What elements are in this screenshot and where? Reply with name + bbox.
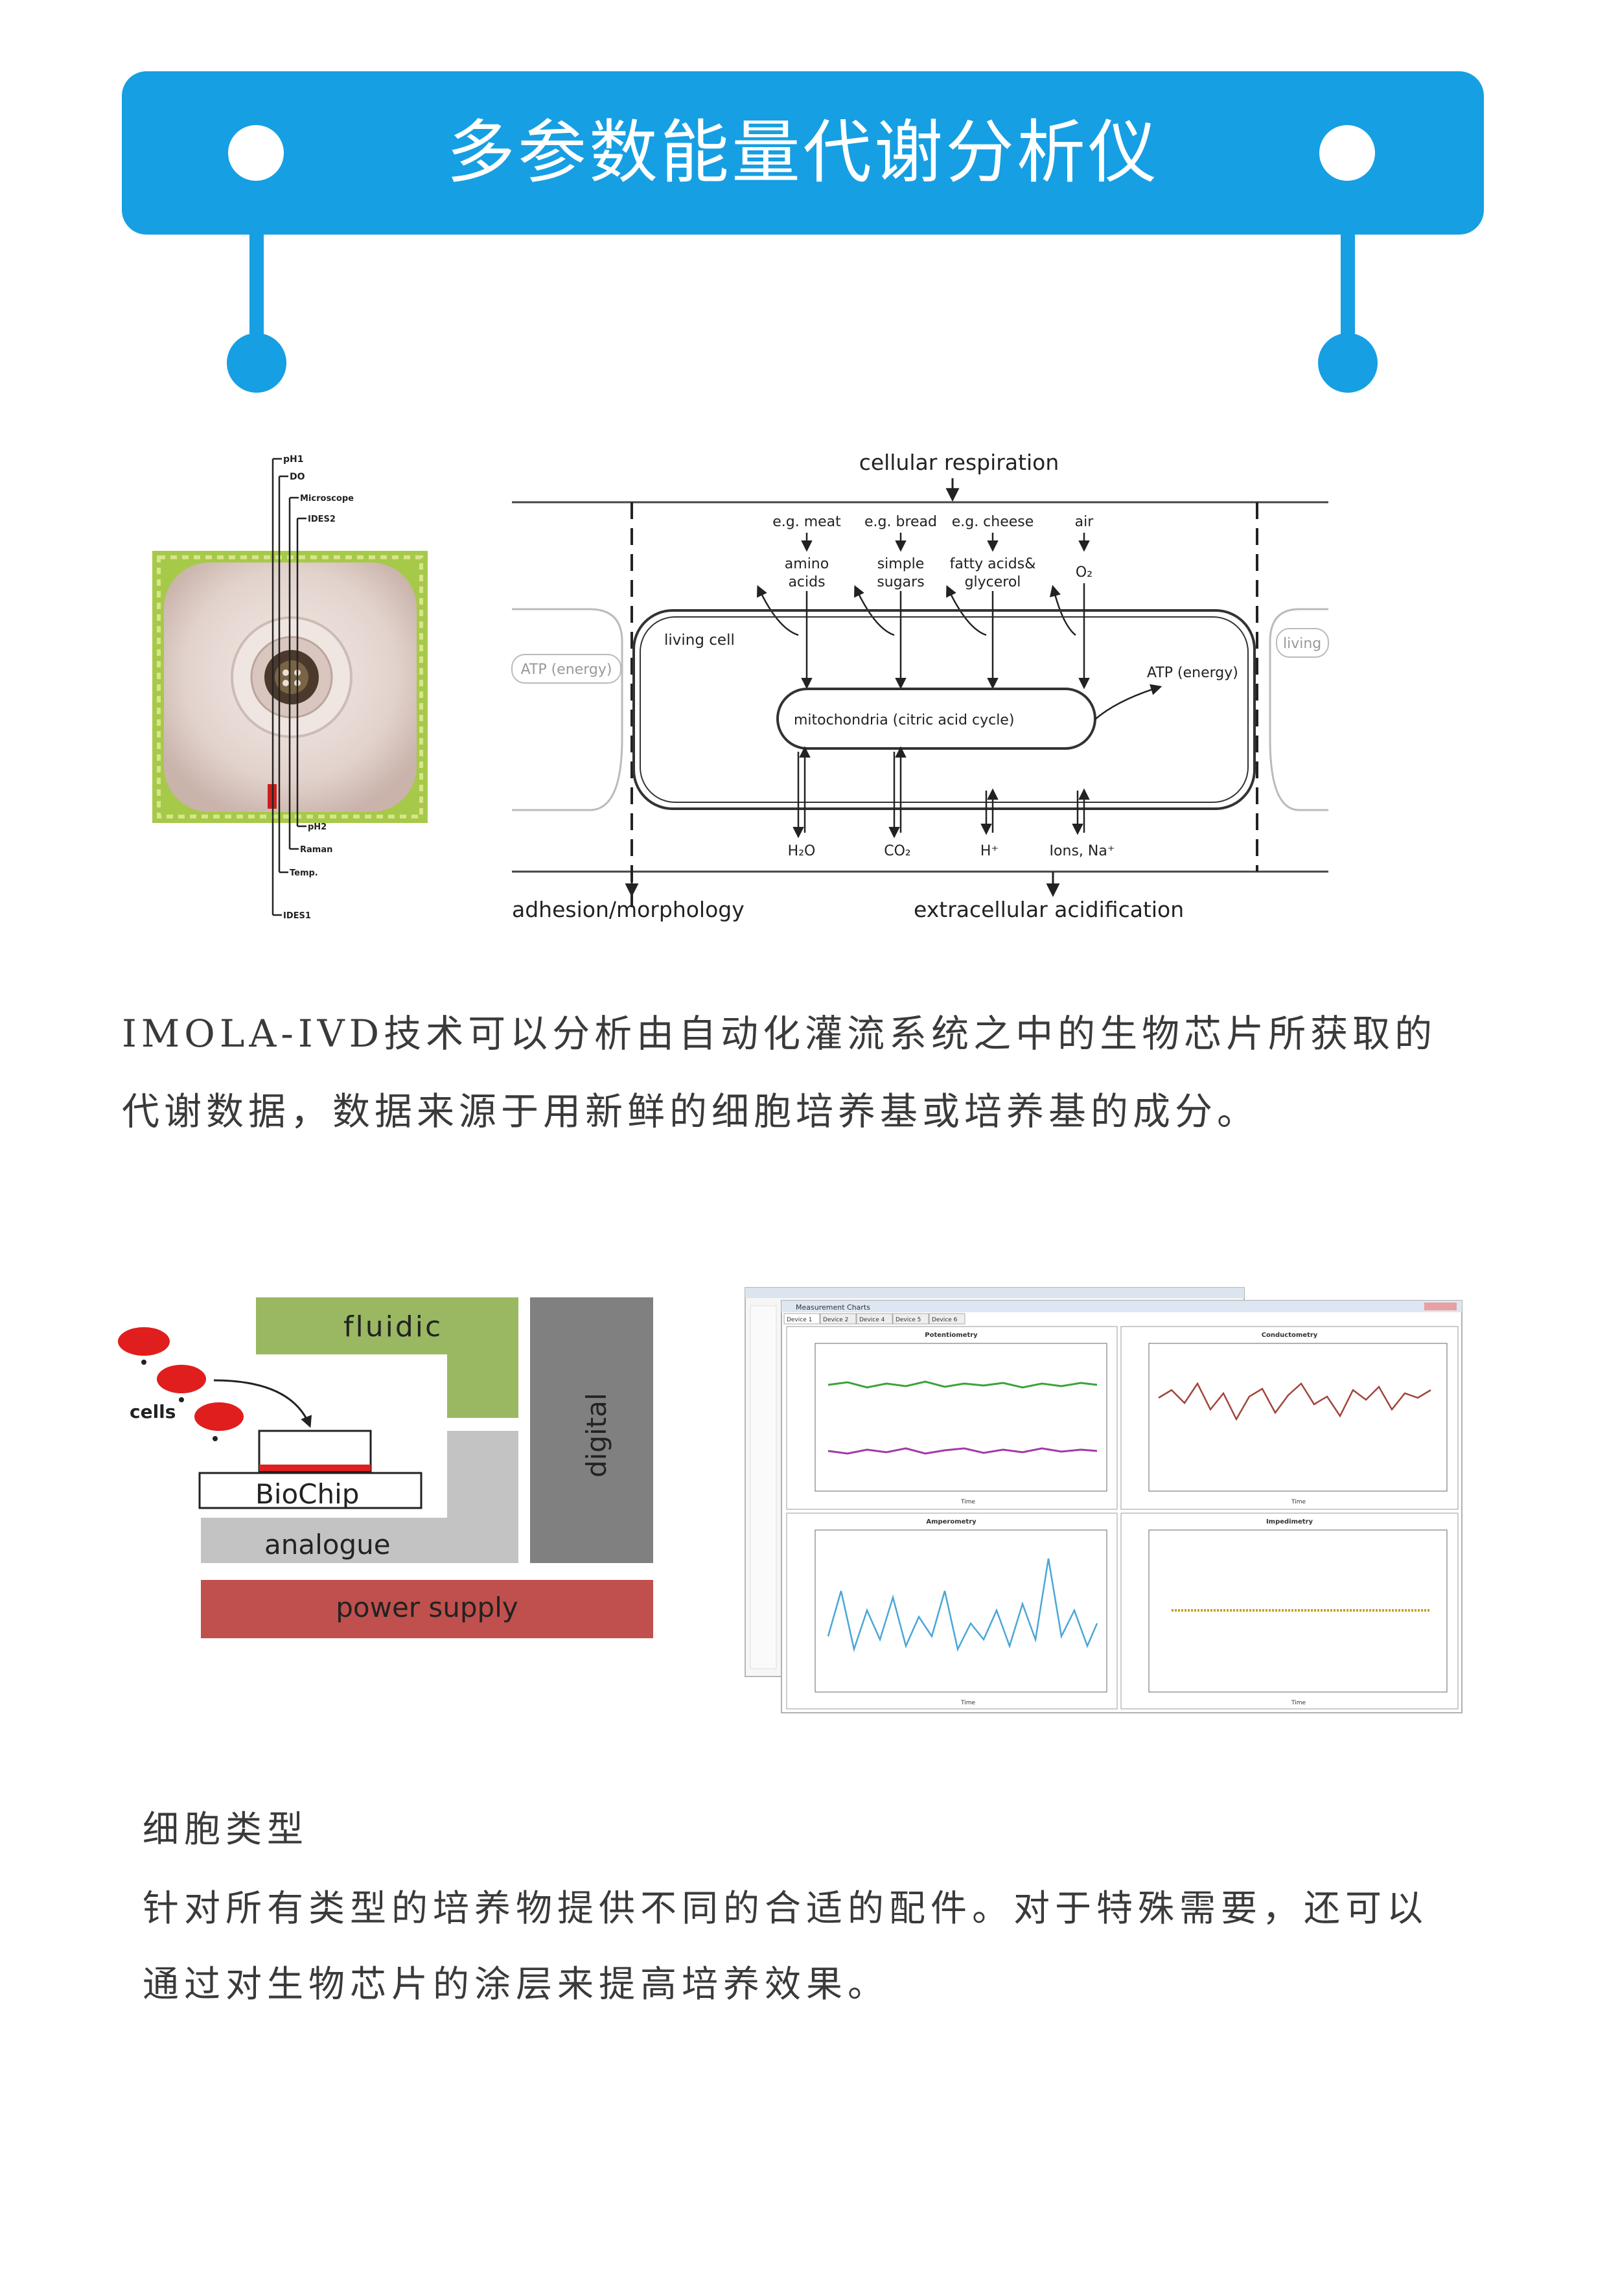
cell-types-line-1: 针对所有类型的培养物提供不同的合适的配件。对于特殊需要，还可以 [143, 1888, 1428, 1930]
atp-right-label: ATP (energy) [1147, 665, 1238, 681]
potentiometry-series-purple [827, 1447, 1098, 1455]
food-product-2b: sugars [877, 574, 924, 590]
output-ions: Ions, Na⁺ [1050, 843, 1115, 859]
analogue-block [201, 1431, 518, 1563]
output-h: H⁺ [980, 843, 999, 859]
cell-types-heading: 细胞类型 [143, 1809, 308, 1851]
food-eg-3: e.g. cheese [952, 514, 1034, 530]
cells-label: cells [130, 1401, 176, 1422]
x-label-impedimetry: Time [1291, 1700, 1306, 1706]
banner-right-ball [1318, 333, 1378, 393]
food-product-1b: acids [788, 574, 825, 590]
page-title: 多参数能量代谢分析仪 [446, 113, 1159, 192]
respiration-title: cellular respiration [859, 450, 1059, 475]
software-screenshot: Measurement Charts Device 1 Device 2 Dev… [745, 1287, 1462, 1713]
food-product-3b: glycerol [965, 574, 1021, 590]
digital-block [530, 1297, 653, 1563]
chart-title-amperometry: Amperometry [926, 1518, 977, 1525]
device-tabs: Device 1 Device 2 Device 4 Device 5 Devi… [783, 1313, 965, 1325]
paragraph-intro-line-2: 代谢数据，数据来源于用新鲜的细胞培养基或培养基的成分。 [122, 1089, 1260, 1133]
acidification-label: extracellular acidification [914, 897, 1184, 922]
tab-label-2: Device 2 [823, 1317, 848, 1323]
tab-device-2[interactable] [820, 1313, 857, 1325]
chip-label-raman: Raman [300, 845, 332, 855]
chip-label-ph1: pH1 [283, 454, 303, 465]
food-column-3: e.g. cheese fatty acids& glycerol [950, 514, 1036, 590]
biochip-photo: pH1 DO Microscope IDES2 pH2 Raman Temp. … [152, 454, 428, 921]
food-eg-4: air [1075, 514, 1094, 530]
tab-label-4: Device 5 [896, 1317, 921, 1323]
chart-title-potentiometry: Potentiometry [925, 1332, 978, 1339]
biochip-label: BioChip [255, 1478, 359, 1510]
chip-label-ides1: IDES1 [283, 911, 311, 921]
tab-label-1: Device 1 [787, 1317, 812, 1323]
food-column-2: e.g. bread simple sugars [864, 514, 937, 590]
adhesion-label: adhesion/morphology [512, 897, 745, 922]
food-product-1a: amino [785, 556, 829, 572]
chip-label-microscope: Microscope [300, 494, 354, 504]
cellular-respiration-diagram: cellular respiration ATP (energy) living… [511, 450, 1329, 922]
paragraph-intro-line-1: IMOLA-IVD技术可以分析由自动化灌流系统之中的生物芯片所获取的 [122, 1012, 1437, 1056]
window-title: Measurement Charts [796, 1303, 870, 1312]
chart-conductometry: Conductometry Time [1120, 1326, 1459, 1510]
food-product-3a: fatty acids& [950, 556, 1036, 572]
banner-left-ring [228, 125, 284, 181]
fluidic-block [256, 1297, 518, 1418]
system-block-diagram: fluidic analogue digital power supply Bi… [118, 1297, 653, 1638]
living-right-box [1276, 628, 1329, 658]
cell-1 [118, 1327, 170, 1356]
biochip-top-box [258, 1430, 372, 1472]
conductometry-series [1158, 1382, 1431, 1421]
food-eg-1: e.g. meat [772, 514, 841, 530]
tab-label-3: Device 4 [859, 1317, 885, 1323]
power-supply-label: power supply [336, 1592, 518, 1623]
biochip-base-box [198, 1472, 422, 1509]
tab-label-5: Device 6 [932, 1317, 958, 1323]
tab-device-4[interactable] [856, 1313, 893, 1325]
cell-2 [157, 1365, 206, 1393]
banner-background: 多参数能量代谢分析仪 [122, 71, 1484, 235]
fluidic-label: fluidic [343, 1310, 443, 1343]
banner-left-ball [227, 333, 286, 393]
atp-left-box [511, 654, 621, 684]
tab-device-1[interactable] [783, 1313, 820, 1325]
food-column-4: air O₂ [1075, 514, 1094, 581]
chart-potentiometry: Potentiometry Time [786, 1326, 1118, 1510]
output-h2o: H₂O [788, 843, 816, 859]
tab-device-5[interactable] [892, 1313, 929, 1325]
x-label-amperometry: Time [960, 1700, 975, 1706]
banner-left-stem [249, 235, 264, 345]
x-label-conductometry: Time [1291, 1499, 1306, 1505]
food-product-4a: O₂ [1076, 564, 1093, 581]
tab-device-6[interactable] [929, 1313, 965, 1325]
atp-left-label: ATP (energy) [521, 662, 612, 678]
digital-label: digital [581, 1393, 612, 1478]
power-supply-block [201, 1580, 653, 1638]
chip-label-ides2: IDES2 [308, 515, 336, 524]
chip-label-ph2: pH2 [308, 822, 327, 832]
cell-3 [194, 1402, 244, 1431]
living-right-label: living [1283, 636, 1321, 652]
mitochondria-label: mitochondria (citric acid cycle) [794, 712, 1014, 728]
living-cell-membrane [632, 609, 1256, 810]
analogue-label: analogue [264, 1529, 391, 1560]
banner-right-stem [1341, 235, 1355, 345]
food-product-2a: simple [877, 556, 925, 572]
food-eg-2: e.g. bread [864, 514, 937, 530]
living-cell-label: living cell [664, 632, 735, 649]
chart-impedimetry: Impedimetry Time [1120, 1513, 1459, 1710]
chart-title-conductometry: Conductometry [1262, 1332, 1318, 1339]
amperometry-series [827, 1558, 1098, 1652]
cell-types-line-2: 通过对生物芯片的涂层来提高培养效果。 [143, 1964, 889, 2006]
output-co2: CO₂ [884, 843, 911, 859]
banner-right-ring [1319, 125, 1375, 181]
chart-amperometry: Amperometry Time [786, 1513, 1118, 1710]
potentiometry-series-green [827, 1380, 1098, 1389]
chip-label-temp: Temp. [290, 868, 318, 878]
chip-label-do: DO [290, 472, 305, 482]
chart-title-impedimetry: Impedimetry [1266, 1518, 1313, 1525]
food-column-1: e.g. meat amino acids [772, 514, 841, 590]
x-label-potentiometry: Time [960, 1499, 975, 1505]
